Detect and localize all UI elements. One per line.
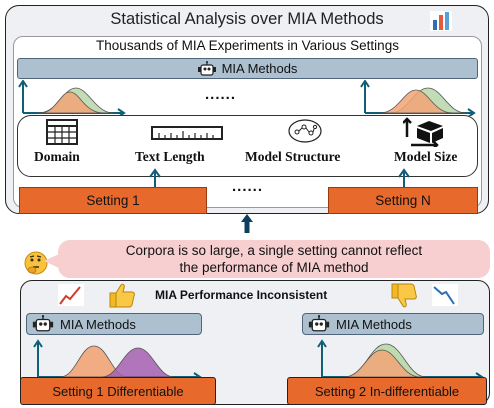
methods-ellipsis: ...... — [205, 86, 237, 103]
mia-methods-left-label: MIA Methods — [60, 316, 136, 332]
robot-icon — [32, 315, 54, 332]
corpora-note: Corpora is so large, a single setting ca… — [58, 240, 490, 278]
panel-title: Statistical Analysis over MIA Methods — [110, 10, 384, 28]
note-tail — [44, 254, 59, 268]
cube-size-icon — [403, 117, 443, 147]
settings-ellipsis: ...... — [232, 178, 264, 195]
distribution-plot-differentiable — [33, 339, 202, 380]
trend-down-icon — [432, 284, 458, 306]
note-line-2: the performance of MIA method — [179, 260, 369, 275]
experiments-subtitle: Thousands of MIA Experiments in Various … — [96, 38, 399, 53]
setting-1-button[interactable]: Setting 1 — [19, 187, 207, 214]
distribution-plot-indifferentiable — [317, 339, 484, 380]
distribution-plot-left — [18, 80, 126, 116]
distribution-plot-right — [360, 80, 476, 116]
grid-table-icon — [46, 119, 78, 145]
network-structure-icon — [288, 119, 322, 143]
mia-methods-label: MIA Methods — [221, 61, 298, 76]
note-line-1: Corpora is so large, a single setting ca… — [125, 243, 423, 258]
setting-2-indifferentiable-label: Setting 2 In-differentiable — [287, 377, 487, 405]
feature-model-structure-label: Model Structure — [245, 149, 341, 164]
feature-domain-label: Domain — [34, 149, 80, 164]
robot-icon — [308, 315, 330, 332]
trend-up-icon — [58, 284, 84, 306]
bar-chart-icon — [430, 11, 452, 31]
performance-title: MIA Performance Inconsistent — [155, 288, 328, 302]
thumbs-down-icon — [391, 283, 417, 308]
mia-methods-right-label: MIA Methods — [336, 316, 412, 332]
feature-text-length-label: Text Length — [135, 149, 205, 164]
feature-model-size-label: Model Size — [394, 149, 458, 164]
thumbs-up-icon — [109, 283, 135, 308]
mia-methods-box-left: MIA Methods — [26, 313, 202, 335]
setting-n-button[interactable]: Setting N — [328, 187, 478, 214]
mia-methods-bar: MIA Methods — [17, 58, 478, 79]
setting-1-differentiable-label: Setting 1 Differentiable — [20, 377, 216, 405]
settings-features-box — [17, 115, 478, 177]
robot-icon — [197, 60, 216, 76]
mia-methods-box-right: MIA Methods — [302, 313, 484, 335]
ruler-icon — [151, 126, 223, 140]
